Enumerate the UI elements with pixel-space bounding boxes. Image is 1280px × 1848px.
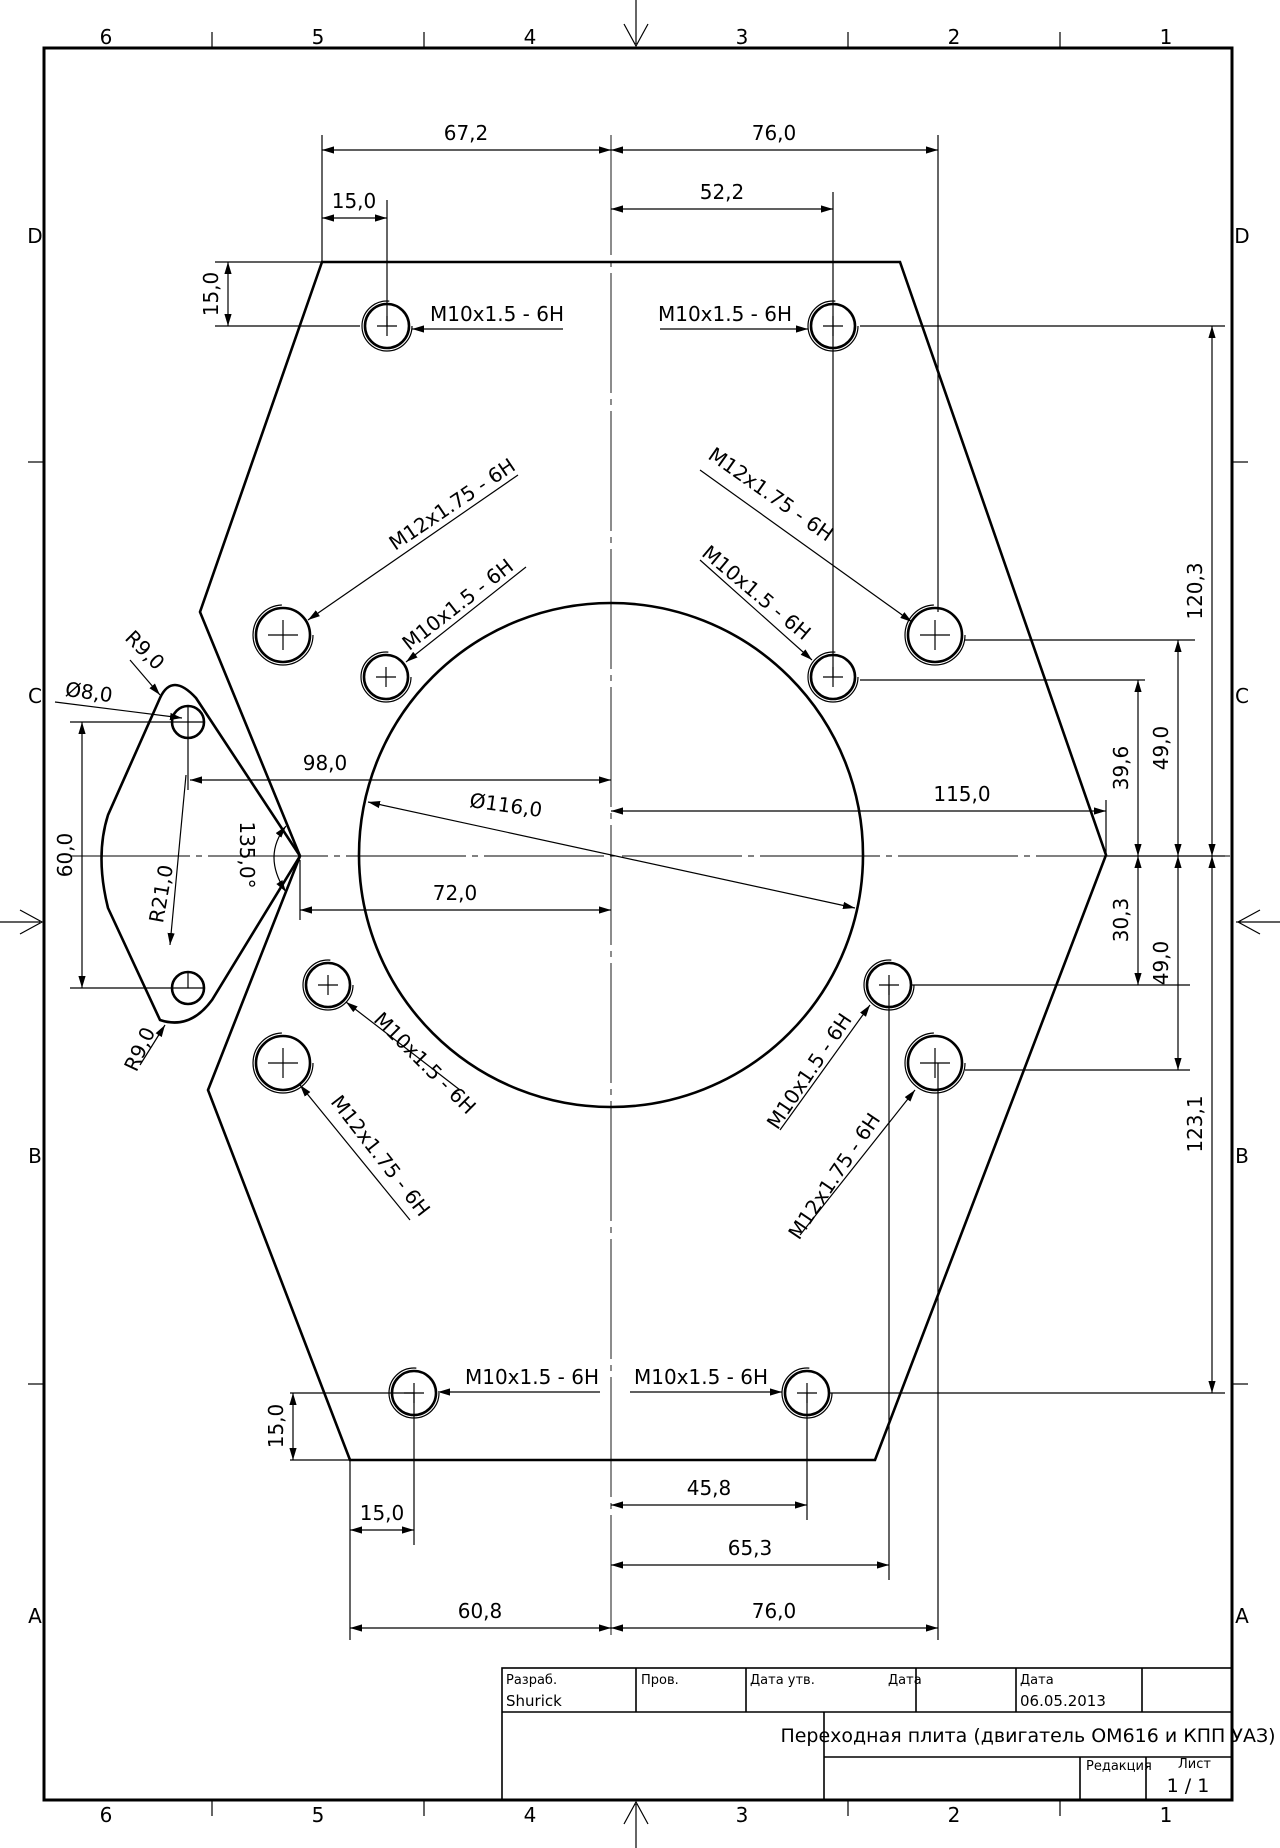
hole-upper-left-m12 [252, 604, 314, 666]
zone-col-1-top: 1 [1160, 25, 1173, 49]
zone-row-c-left: C [28, 684, 42, 708]
dim-123-1: 123,1 [1183, 1095, 1207, 1152]
callout-m10-upper-right: M10x1.5 - 6H [697, 540, 815, 645]
hole-lower-right-m12 [904, 1032, 966, 1094]
zone-row-c-right: C [1235, 684, 1249, 708]
dim-76-top: 76,0 [752, 121, 797, 145]
hole-lower-left-m12 [252, 1032, 314, 1094]
tb-drawing-title: Переходная плита (двигатель ОМ616 и КПП … [780, 1725, 1275, 1747]
callout-m10-lower-right: M10x1.5 - 6H [762, 1009, 857, 1134]
zone-col-2-top: 2 [948, 25, 961, 49]
tb-prov-label: Пров. [641, 1673, 679, 1688]
tb-data-label-1: Дата [888, 1673, 922, 1688]
dim-15-bottom-h: 15,0 [360, 1501, 405, 1525]
dim-52-2: 52,2 [700, 180, 745, 204]
dim-49-bottom: 49,0 [1149, 941, 1173, 986]
dim-45-8: 45,8 [687, 1476, 732, 1500]
dim-76-bottom: 76,0 [752, 1599, 797, 1623]
tb-razrab-label: Разраб. [506, 1673, 557, 1688]
callout-m10-top-left: M10x1.5 - 6H [430, 302, 564, 326]
central-bore [357, 601, 865, 1109]
tb-sheet-value: 1 / 1 [1167, 1775, 1210, 1797]
zone-row-d-left: D [27, 224, 42, 248]
zone-row-a-left: A [28, 1604, 42, 1628]
callout-m10-top-right: M10x1.5 - 6H [658, 302, 792, 326]
zone-col-6-bottom: 6 [100, 1803, 113, 1827]
side-part [100, 683, 302, 1024]
tb-date-value: 06.05.2013 [1020, 1692, 1106, 1710]
callout-m10-upper-left: M10x1.5 - 6H [397, 554, 517, 655]
dim-dia-8: Ø8,0 [64, 677, 114, 707]
zone-col-5-bottom: 5 [312, 1803, 325, 1827]
callout-m12-upper-right: M12x1.75 - 6H [704, 442, 838, 546]
tb-razrab-value: Shurick [506, 1692, 562, 1710]
dim-115: 115,0 [933, 782, 990, 806]
zone-row-d-right: D [1234, 224, 1249, 248]
zone-row-b-right: B [1235, 1144, 1249, 1168]
zone-col-1-bottom: 1 [1160, 1803, 1173, 1827]
tb-data-utv-label: Дата утв. [750, 1673, 815, 1688]
zone-col-4-top: 4 [524, 25, 537, 49]
dim-60: 60,0 [53, 833, 77, 878]
dim-39-6: 39,6 [1109, 746, 1133, 791]
callout-leaders [299, 325, 916, 1396]
zone-col-5-top: 5 [312, 25, 325, 49]
thread-callouts: M10x1.5 - 6H M10x1.5 - 6H M12x1.75 - 6H … [326, 302, 885, 1389]
zone-col-3-bottom: 3 [736, 1803, 749, 1827]
hole-center-marks [268, 316, 950, 1403]
title-block: Разраб. Shurick Пров. Дата утв. Дата Дат… [501, 1667, 1276, 1801]
hole-upper-left-m10 [360, 651, 412, 703]
hole-upper-right-m12 [904, 604, 966, 666]
dim-72: 72,0 [433, 881, 478, 905]
tb-data-label-2: Дата [1020, 1673, 1054, 1688]
callout-m10-bottom-left: M10x1.5 - 6H [465, 1365, 599, 1389]
dim-60-8: 60,8 [458, 1599, 503, 1623]
callout-m12-upper-left: M12x1.75 - 6H [385, 453, 520, 555]
dim-angle-135: 135,0° [235, 821, 259, 888]
zone-row-b-left: B [28, 1144, 42, 1168]
zone-col-3-top: 3 [736, 25, 749, 49]
zone-labels: 6 5 4 3 2 1 6 5 4 3 2 1 D C B A D C B A [27, 25, 1249, 1827]
dim-dia-116: Ø116,0 [468, 788, 544, 822]
tb-sheet-label: Лист [1178, 1757, 1211, 1772]
dim-r9-bottom: R9,0 [119, 1023, 160, 1075]
callout-m10-bottom-right: M10x1.5 - 6H [634, 1365, 768, 1389]
zone-col-2-bottom: 2 [948, 1803, 961, 1827]
dimension-texts: 67,2 76,0 15,0 52,2 15,0 R9,0 Ø8,0 98,0 … [53, 121, 1207, 1623]
dim-67-2: 67,2 [444, 121, 489, 145]
dim-15-bottom-v: 15,0 [264, 1404, 288, 1449]
zone-col-6-top: 6 [100, 25, 113, 49]
dimension-lines [54, 135, 1225, 1640]
zone-row-a-right: A [1235, 1604, 1249, 1628]
dim-30-3: 30,3 [1109, 898, 1133, 943]
dim-49-top: 49,0 [1149, 726, 1173, 771]
dim-65-3: 65,3 [728, 1536, 773, 1560]
hole-lower-left-m10 [302, 959, 354, 1011]
dim-15-top-h: 15,0 [332, 189, 377, 213]
plate-outline [198, 260, 1108, 1462]
zone-col-4-bottom: 4 [524, 1803, 537, 1827]
dim-15-top-v: 15,0 [199, 272, 223, 317]
dim-120-3: 120,3 [1183, 562, 1207, 619]
callout-m12-lower-left: M12x1.75 - 6H [326, 1090, 435, 1220]
dim-98: 98,0 [303, 751, 348, 775]
tb-revision-label: Редакция [1086, 1759, 1152, 1774]
dim-r9-top: R9,0 [120, 625, 169, 674]
callout-m12-lower-right: M12x1.75 - 6H [783, 1109, 885, 1244]
